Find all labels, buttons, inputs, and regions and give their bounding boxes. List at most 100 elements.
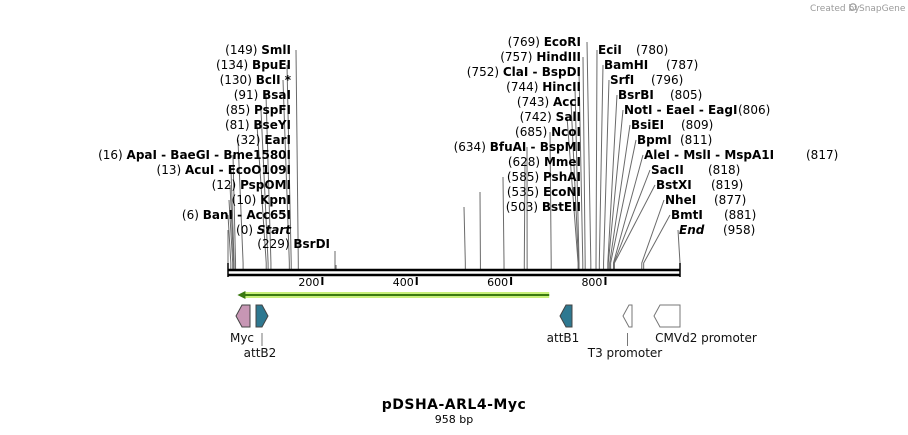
site-start: (0) Start bbox=[227, 223, 292, 269]
site-leader bbox=[463, 206, 466, 269]
site-name: BsiEI bbox=[631, 118, 664, 132]
site-pshai: (585) PshAI bbox=[502, 170, 581, 269]
site-label: (742) SalI bbox=[520, 110, 581, 124]
site-label: (585) PshAI bbox=[507, 170, 581, 184]
site-label: (229) BsrDI bbox=[257, 237, 330, 251]
site-name: BmtI bbox=[671, 208, 703, 222]
site-ecii: EciI(780) bbox=[595, 43, 668, 269]
site-bstxi: BstXI(819) bbox=[613, 178, 743, 269]
site-acci: (743) AccI bbox=[517, 95, 581, 269]
site-position: (809) bbox=[681, 118, 713, 132]
site-label: (535) EcoNI bbox=[507, 185, 581, 199]
site-bseyi: (81) BseYI bbox=[225, 118, 291, 269]
site-leader bbox=[641, 199, 665, 269]
site-kpni: (10) KpnI bbox=[228, 193, 291, 269]
restriction-sites: (149) SmlI(134) BpuEI(130) BclI *(91) Bs… bbox=[98, 35, 838, 269]
site-label: (85) PspFI bbox=[226, 103, 291, 117]
site-name: End bbox=[679, 223, 705, 237]
axis-tick-400: 400 bbox=[393, 276, 418, 289]
axis-tick-200: 200 bbox=[298, 276, 324, 289]
site-leader bbox=[613, 184, 656, 269]
site-name: NotI - EaeI - EagI bbox=[624, 103, 737, 117]
site-end: End(958) bbox=[677, 223, 755, 269]
feature-arrow bbox=[622, 304, 633, 328]
site-leader bbox=[523, 161, 526, 269]
site-bsrdi: (229) BsrDI bbox=[257, 237, 337, 269]
site-leader bbox=[265, 94, 272, 269]
site-name: BstXI bbox=[656, 178, 692, 192]
site-bsrbi: BsrBI(805) bbox=[607, 88, 702, 269]
snapgene-logo-icon bbox=[849, 3, 857, 11]
feature-label: CMVd2 promoter bbox=[655, 331, 757, 345]
site-label: (32) EarI bbox=[236, 133, 291, 147]
site-label: (13) AcuI - EcoO109I bbox=[157, 163, 291, 177]
site-label: (634) BfuAI - BspMI bbox=[454, 140, 581, 154]
site-name: EciI bbox=[598, 43, 622, 57]
site-leader bbox=[586, 41, 592, 269]
tick-label: 400 bbox=[393, 276, 414, 289]
site-position: (787) bbox=[666, 58, 698, 72]
site-leader bbox=[228, 199, 234, 269]
axis-tick-600: 600 bbox=[487, 276, 513, 289]
site-bcli: (130) BclI * bbox=[220, 73, 292, 269]
site-name: BamHI bbox=[604, 58, 648, 72]
site-ncoi: (685) NcoI bbox=[515, 125, 581, 269]
credit-brand: SnapGene bbox=[859, 4, 906, 14]
site-leader bbox=[643, 214, 671, 269]
snapgene-credit: Created by SnapGene bbox=[810, 3, 906, 14]
site-bani-acc65i: (6) BanI - Acc65I bbox=[182, 208, 291, 269]
site-sali: (742) SalI bbox=[520, 110, 581, 269]
site-label: (743) AccI bbox=[517, 95, 581, 109]
site-label: (769) EcoRI bbox=[508, 35, 581, 49]
site-label: (130) BclI * bbox=[220, 73, 292, 87]
site-leader bbox=[502, 176, 505, 269]
site-leader bbox=[607, 109, 624, 269]
site-ecori: (769) EcoRI bbox=[508, 35, 592, 269]
site-leader bbox=[260, 109, 269, 269]
site-position: (817) bbox=[806, 148, 838, 162]
site-label: (744) HincII bbox=[506, 80, 581, 94]
site-label: (6) BanI - Acc65I bbox=[182, 208, 291, 222]
feature-myc: Myc bbox=[230, 304, 254, 345]
site-leader bbox=[237, 139, 244, 269]
tick-label: 600 bbox=[487, 276, 508, 289]
site-leader bbox=[256, 124, 267, 269]
feature-label: attB1 bbox=[547, 331, 580, 345]
credit-text: Created by bbox=[810, 4, 860, 14]
site-name: BsrBI bbox=[618, 88, 654, 102]
site-label: (628) MmeI bbox=[508, 155, 581, 169]
site-label: (149) SmlI bbox=[225, 43, 291, 57]
site-bsiei: BsiEI (809) bbox=[609, 118, 713, 269]
map-length: 958 bp bbox=[435, 413, 473, 426]
feature-cmvd2-promoter: CMVd2 promoter bbox=[653, 304, 757, 345]
site-label: (752) ClaI - BspDI bbox=[467, 65, 581, 79]
site-leader bbox=[229, 184, 235, 269]
site-leader bbox=[610, 139, 637, 269]
feature-arrow bbox=[559, 304, 573, 328]
feature-arrow bbox=[653, 304, 681, 328]
site-position: (881) bbox=[724, 208, 756, 222]
site-mmei: (628) MmeI bbox=[508, 155, 581, 269]
site-bpuei: (134) BpuEI bbox=[216, 58, 292, 269]
site-position: (818) bbox=[708, 163, 740, 177]
feature-arrow bbox=[255, 304, 269, 328]
site-leader bbox=[549, 131, 552, 269]
site-bsteii: (503) BstEII bbox=[463, 200, 581, 269]
site-position: (806) bbox=[738, 103, 770, 117]
site-name: NheI bbox=[665, 193, 696, 207]
site-clai-bspdi: (752) ClaI - BspDI bbox=[467, 65, 584, 269]
site-leader bbox=[582, 56, 586, 269]
site-label: (0) Start bbox=[236, 223, 292, 237]
site-label: (81) BseYI bbox=[225, 118, 291, 132]
axis-tick-800: 800 bbox=[581, 276, 607, 289]
site-name: SrfI bbox=[610, 73, 634, 87]
map-title: pDSHA-ARL4-Myc bbox=[382, 397, 527, 413]
site-bamhi: BamHI (787) bbox=[598, 58, 698, 269]
site-leader bbox=[286, 64, 292, 269]
tick-label: 800 bbox=[581, 276, 602, 289]
site-econi: (535) EcoNI bbox=[479, 185, 581, 269]
site-bsai: (91) BsaI bbox=[234, 88, 291, 269]
site-leader bbox=[232, 154, 237, 269]
site-leader bbox=[609, 124, 631, 269]
site-srfi: SrfI(796) bbox=[603, 73, 683, 269]
